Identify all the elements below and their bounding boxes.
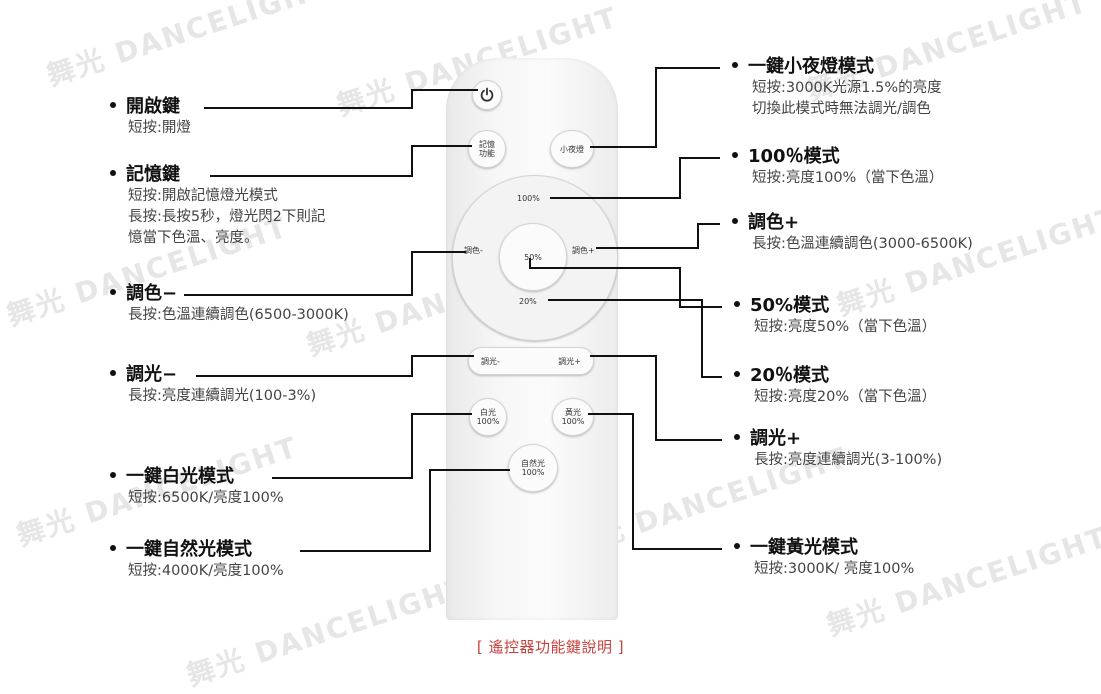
callout-dim-plus: 調光+ 長按:亮度連續調光(3-100%): [734, 428, 942, 471]
bullet-dot: [110, 545, 116, 551]
connector-memory: [210, 145, 472, 177]
memory-button[interactable]: 記憶 功能: [468, 130, 506, 168]
callout-desc: 長按:亮度連續調光(100-3%): [128, 388, 317, 404]
callout-dim-minus: 調光− 長按:亮度連續調光(100-3%): [110, 364, 316, 407]
power-button[interactable]: [472, 80, 502, 110]
callout-title: 100％模式: [748, 146, 840, 167]
callout-desc: 短按:4000K/亮度100%: [128, 563, 284, 579]
wheel-100-label: 100%: [517, 194, 540, 203]
figure-caption: [ 遙控器功能鍵說明 ]: [476, 638, 625, 656]
callout-desc: 憶當下色溫、亮度。: [128, 230, 259, 246]
callout-desc: 短按:開啟記憶燈光模式: [128, 188, 278, 204]
connector-20: [548, 299, 722, 378]
wheel-20-label: 20%: [519, 297, 537, 306]
yellow-light-label: 100%: [561, 417, 585, 426]
callout-title: 一鍵小夜燈模式: [748, 56, 874, 77]
wheel-color-plus-label: 調色+: [572, 246, 595, 255]
callout-memory: 記憶鍵 短按:開啟記憶燈光模式 長按:長按5秒，燈光閃2下則記 憶當下色溫、亮度…: [110, 164, 325, 249]
dim-bar-button[interactable]: 調光- 調光+: [468, 347, 594, 375]
callout-color-minus: 調色− 長按:色溫連續調色(6500-3000K): [110, 283, 349, 326]
callout-color-plus: 調色+ 長按:色溫連續調色(3000-6500K): [732, 212, 973, 255]
connector-50: [529, 258, 722, 308]
bullet-dot: [110, 370, 116, 376]
yellow-light-label: 黃光: [565, 408, 581, 417]
wheel-color-minus-label: 調色-: [464, 246, 483, 255]
white-light-label: 100%: [476, 417, 500, 426]
callout-desc: 長按:色溫連續調色(6500-3000K): [128, 307, 349, 323]
callout-title: 一鍵黃光模式: [750, 537, 858, 558]
callout-desc: 短按:亮度50%（當下色溫）: [754, 319, 937, 335]
connector-color-minus: [184, 251, 466, 296]
callout-title: 一鍵白光模式: [126, 466, 234, 487]
dim-plus-label: 調光+: [558, 356, 581, 366]
brightness-50-label: 50%: [524, 252, 542, 262]
callout-title: 一鍵自然光模式: [126, 539, 252, 560]
callout-white: 一鍵白光模式 短按:6500K/亮度100%: [110, 466, 284, 509]
bullet-dot: [732, 218, 738, 224]
callout-yellow: 一鍵黃光模式 短按:3000K/ 亮度100%: [734, 537, 914, 580]
callout-desc: 切換此模式時無法調光/調色: [752, 101, 931, 117]
callout-title: 記憶鍵: [126, 164, 180, 185]
callout-100: 100％模式 短按:亮度100%（當下色溫）: [732, 146, 943, 189]
bullet-dot: [734, 301, 740, 307]
night-light-button-label: 小夜燈: [560, 144, 584, 154]
connector-100: [550, 157, 720, 199]
memory-button-label: 記憶: [479, 140, 495, 149]
callout-title: 調色−: [126, 283, 178, 304]
connector-night: [590, 67, 720, 148]
bullet-dot: [110, 102, 116, 108]
callout-title: 調光+: [750, 428, 802, 449]
memory-button-label: 功能: [479, 149, 495, 158]
connector-natural: [300, 469, 510, 552]
callout-title: 調色+: [748, 212, 800, 233]
callout-power: 開啟鍵 短按:開燈: [110, 96, 191, 139]
callout-title: 50%模式: [750, 295, 830, 316]
callout-20: 20％模式 短按:亮度20%（當下色溫）: [734, 365, 936, 408]
callout-natural: 一鍵自然光模式 短按:4000K/亮度100%: [110, 539, 284, 582]
bullet-dot: [110, 170, 116, 176]
callout-desc: 長按:色溫連續調色(3000-6500K): [752, 236, 973, 252]
callout-50: 50%模式 短按:亮度50%（當下色溫）: [734, 295, 936, 338]
callout-desc: 長按:亮度連續調光(3-100%): [754, 452, 943, 468]
connector-color-plus: [596, 223, 720, 249]
connector-yellow: [588, 413, 722, 550]
callout-desc: 短按:3000K光源1.5%的亮度: [752, 80, 942, 96]
callout-desc: 短按:開燈: [128, 120, 191, 136]
yellow-light-button[interactable]: 黃光 100%: [552, 398, 594, 436]
callout-night: 一鍵小夜燈模式 短按:3000K光源1.5%的亮度 切換此模式時無法調光/調色: [732, 56, 942, 120]
dim-minus-label: 調光-: [481, 356, 500, 366]
bullet-dot: [732, 152, 738, 158]
natural-light-label: 自然光: [521, 459, 545, 468]
bullet-dot: [734, 434, 740, 440]
power-icon: [480, 87, 494, 102]
natural-light-label: 100%: [521, 468, 545, 477]
callout-desc: 長按:長按5秒，燈光閃2下則記: [128, 209, 326, 225]
bullet-dot: [732, 62, 738, 68]
callout-title: 20％模式: [750, 365, 830, 386]
white-light-label: 白光: [480, 408, 496, 417]
callout-desc: 短按:亮度100%（當下色溫）: [752, 170, 944, 186]
connector-dim-plus: [590, 355, 722, 441]
white-light-button[interactable]: 白光 100%: [469, 398, 507, 436]
connector-dim-minus: [196, 355, 474, 377]
connector-power: [204, 89, 478, 109]
night-light-button[interactable]: 小夜燈: [550, 130, 594, 168]
brightness-50-button[interactable]: 50%: [499, 223, 567, 291]
callout-title: 開啟鍵: [126, 96, 180, 117]
bullet-dot: [734, 543, 740, 549]
connector-white: [272, 413, 472, 479]
callout-desc: 短按:3000K/ 亮度100%: [754, 561, 915, 577]
callout-desc: 短按:亮度20%（當下色溫）: [754, 389, 937, 405]
callout-desc: 短按:6500K/亮度100%: [128, 490, 284, 506]
bullet-dot: [734, 371, 740, 377]
callout-title: 調光−: [126, 364, 178, 385]
natural-light-button[interactable]: 自然光 100%: [508, 444, 558, 492]
bullet-dot: [110, 289, 116, 295]
bullet-dot: [110, 472, 116, 478]
